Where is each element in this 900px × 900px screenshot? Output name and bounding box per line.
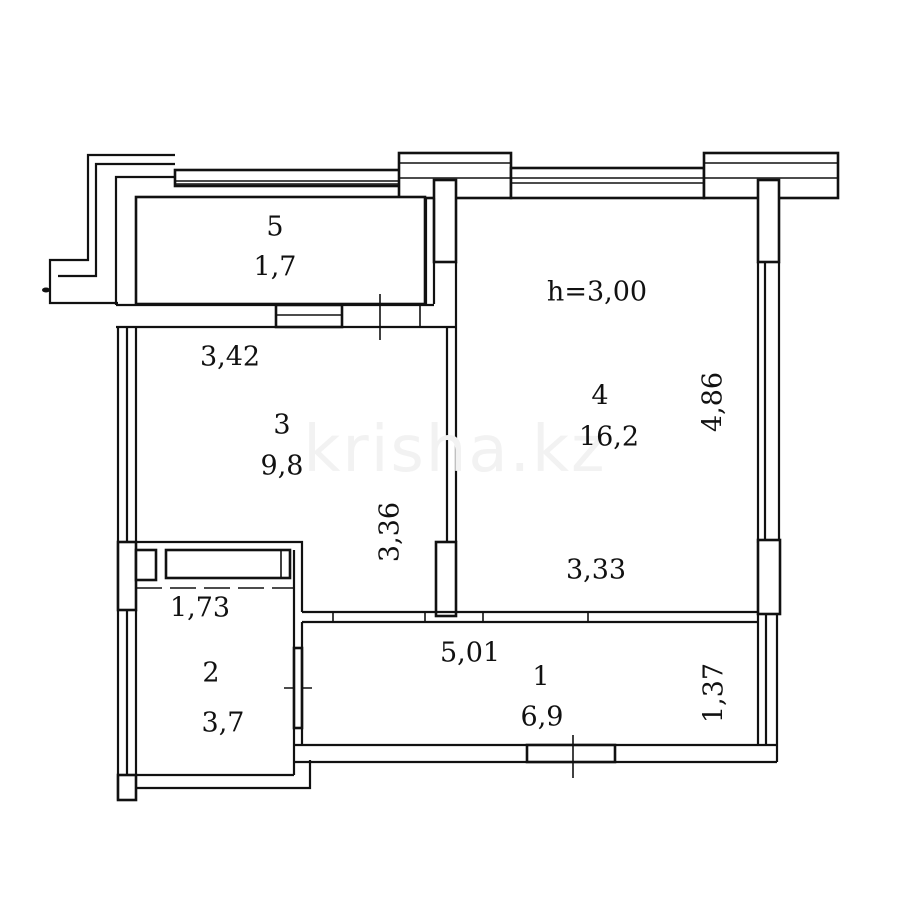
room-1-number: 1 (532, 661, 550, 693)
room-5-outline (116, 195, 456, 340)
room-4-area: 16,2 (578, 421, 640, 453)
room-2-number: 2 (202, 657, 220, 689)
room-3-height: 3,36 (374, 501, 406, 563)
room-4-height: 4,86 (697, 371, 729, 433)
room-4-number: 4 (591, 380, 609, 412)
room-2-area: 3,7 (201, 707, 245, 739)
room-1-width: 5,01 (439, 637, 501, 669)
room-1-area: 6,9 (520, 701, 564, 733)
ceiling-height: h=3,00 (546, 276, 648, 308)
left-wall (116, 327, 138, 802)
room-3-width: 3,42 (199, 341, 261, 373)
room-1-height: 1,37 (698, 662, 730, 724)
room-2-outline (134, 540, 312, 790)
room-2-width: 1,73 (169, 592, 231, 624)
room-3-area: 9,8 (260, 450, 304, 482)
room-4-width: 3,33 (565, 554, 627, 586)
room-1-bottom-wall (294, 735, 779, 778)
room-5-number: 5 (266, 211, 284, 243)
partition-3-4 (434, 327, 458, 618)
room-5-area: 1,7 (253, 251, 297, 283)
room-3-number: 3 (273, 409, 291, 441)
outer-walls (42, 151, 840, 745)
partition-corridor (300, 610, 758, 745)
